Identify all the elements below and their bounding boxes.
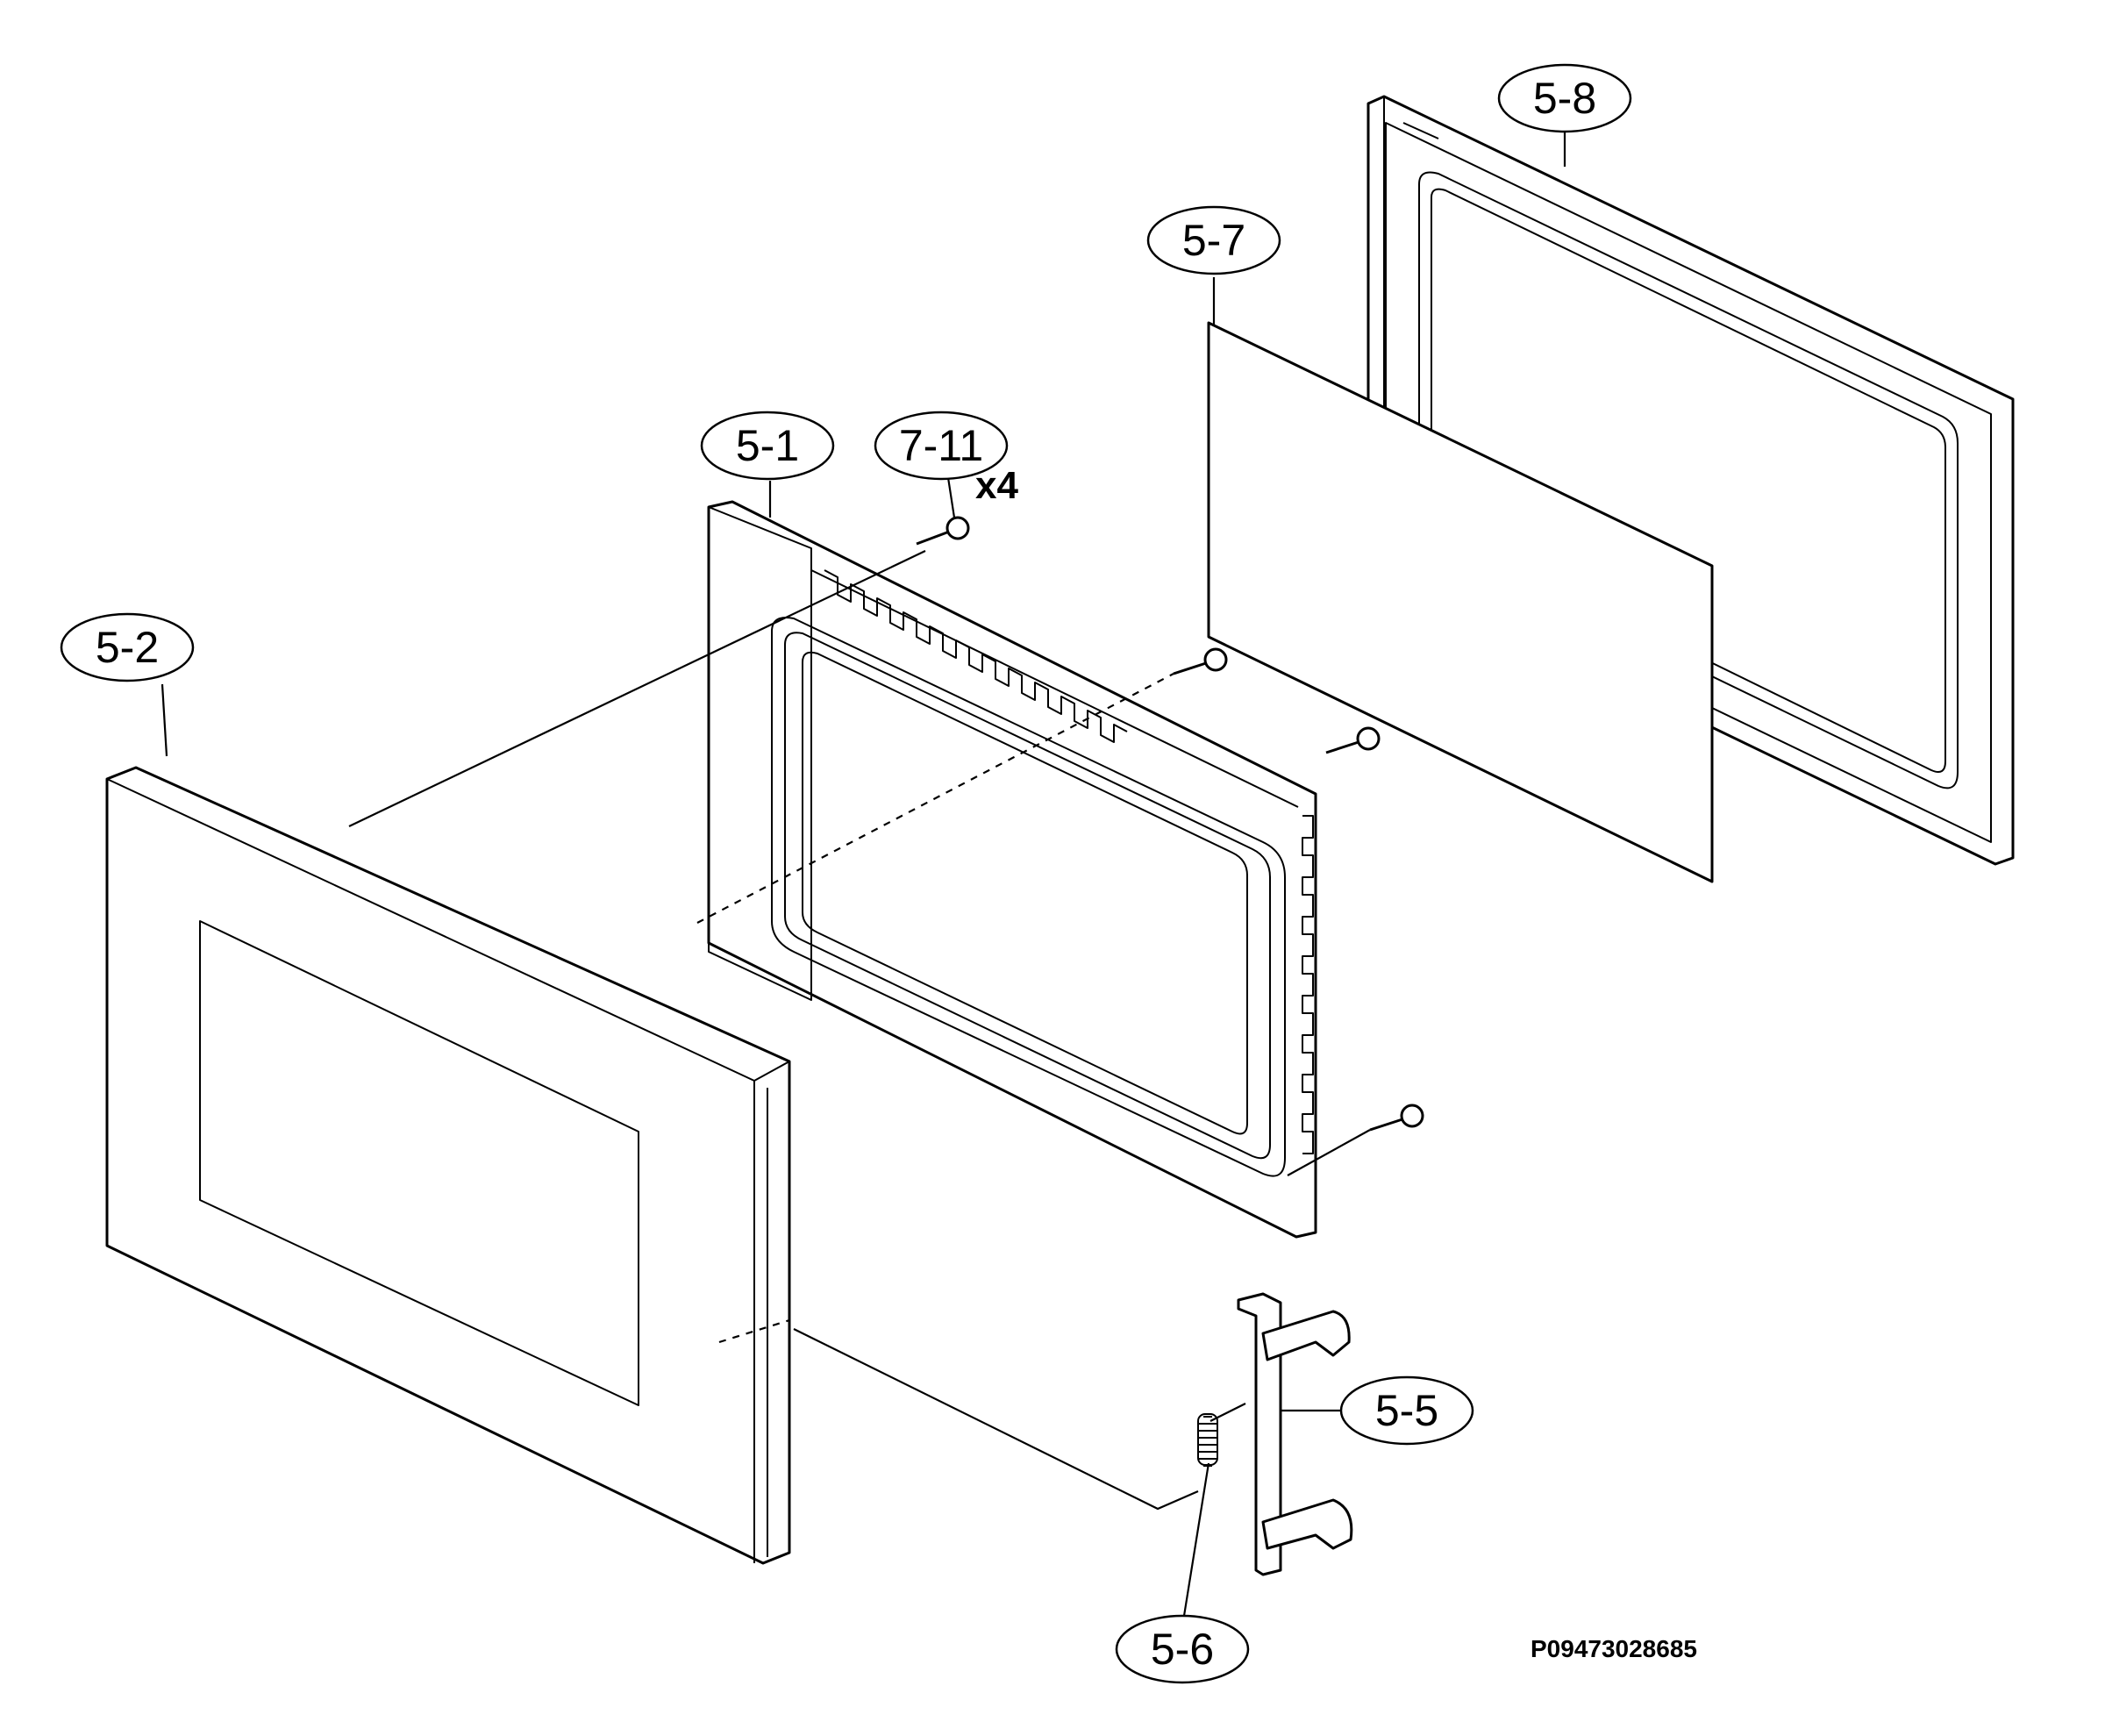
callout-5-6: 5-6 — [1115, 1614, 1250, 1684]
callout-5-8: 5-8 — [1497, 63, 1632, 133]
callout-5-2: 5-2 — [60, 612, 195, 682]
quantity-label: x4 — [975, 464, 1018, 507]
callout-5-1: 5-1 — [700, 411, 835, 481]
callout-5-7: 5-7 — [1146, 205, 1281, 275]
door-frame-5-1 — [707, 500, 1317, 1239]
latch-spring-5-6 — [1197, 1413, 1218, 1467]
door-rear-panel-5-8 — [1366, 95, 2015, 866]
callout-label: 5-5 — [1375, 1386, 1438, 1435]
callout-7-11: 7-11 x4 — [874, 411, 1018, 507]
door-front-panel-5-2 — [105, 766, 791, 1565]
screw-middle-2 — [1325, 726, 1381, 754]
assembly-lines — [161, 132, 1566, 1617]
screw-bottom — [1369, 1104, 1424, 1132]
screw-middle-1 — [1173, 647, 1228, 675]
screws-7-11 — [916, 516, 1424, 1132]
door-glass-sheet-5-7 — [1207, 321, 1714, 883]
callout-5-5: 5-5 — [1339, 1375, 1474, 1446]
callout-label: 5-1 — [736, 421, 799, 470]
door-latch-5-5 — [1237, 1292, 1353, 1576]
drawing-code: P09473028685 — [1531, 1635, 1697, 1662]
callout-label: 7-11 — [899, 421, 983, 470]
callout-label: 5-2 — [96, 623, 159, 672]
callout-label: 5-6 — [1151, 1625, 1214, 1674]
callout-label: 5-7 — [1182, 216, 1245, 265]
callout-label: 5-8 — [1533, 74, 1596, 123]
screw-top — [916, 516, 970, 546]
